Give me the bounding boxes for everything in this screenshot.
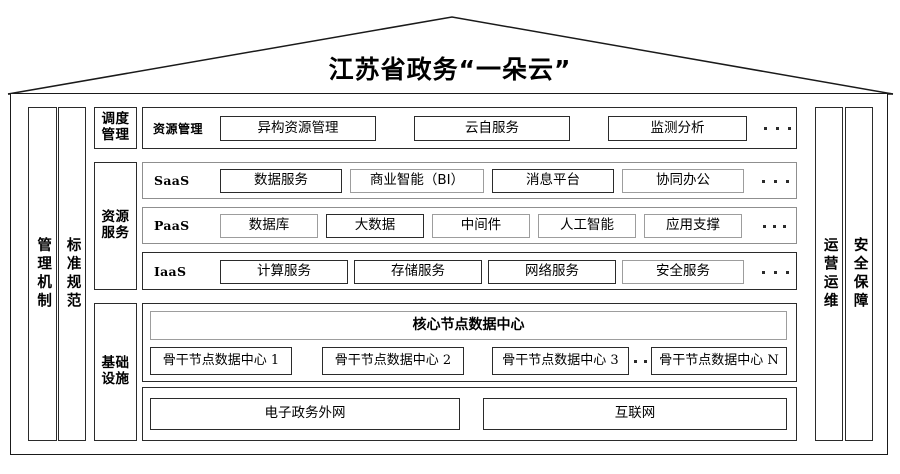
backbone-ellipsis [629,347,651,375]
iaas-item-2[interactable]: 网络服务 [488,260,616,284]
saas-ellipsis [754,169,796,193]
saas-item-2[interactable]: 消息平台 [492,169,614,193]
saas-item-1[interactable]: 商业智能（BI） [350,169,484,193]
backbone-node-1[interactable]: 骨干节点数据中心 2 [322,347,464,375]
tier-row-paas: PaaS 数据库 大数据 中间件 人工智能 应用支撑 [142,207,797,244]
network-item-0[interactable]: 电子政务外网 [150,398,460,430]
scheduling-row: 资源管理 异构资源管理 云自服务 监测分析 [142,107,797,149]
backbone-node-2[interactable]: 骨干节点数据中心 3 [492,347,629,375]
pillar-label: 管理机制 [35,237,52,311]
tier-row-iaas: IaaS 计算服务 存储服务 网络服务 安全服务 [142,252,797,290]
scheduling-item-0[interactable]: 异构资源管理 [220,116,376,141]
pillar-management-mechanism: 管理机制 [28,107,57,441]
tier-label-iaas: IaaS [154,263,187,279]
section-label-text: 调度管理 [101,111,130,143]
tier-label-saas: SaaS [154,173,190,188]
saas-item-0[interactable]: 数据服务 [220,169,342,193]
network-item-1[interactable]: 互联网 [483,398,787,430]
roof-shape: 江苏省政务“一朵云” [0,0,900,96]
pillar-standards-norms: 标准规范 [58,107,86,441]
data-centers-row: 核心节点数据中心 骨干节点数据中心 1 骨干节点数据中心 2 骨干节点数据中心 … [142,303,797,382]
paas-ellipsis [752,214,796,238]
tier-label-paas: PaaS [154,218,190,233]
tier-label-resource-management: 资源管理 [153,121,204,136]
section-label-scheduling: 调度管理 [94,107,137,149]
pillar-label: 运营运维 [821,237,838,311]
iaas-item-3[interactable]: 安全服务 [622,260,744,284]
pillar-operations-maintenance: 运营运维 [815,107,843,441]
paas-item-1[interactable]: 大数据 [326,214,424,238]
paas-item-4[interactable]: 应用支撑 [644,214,742,238]
section-label-text: 基础设施 [101,355,130,387]
networks-row: 电子政务外网 互联网 [142,387,797,441]
paas-item-3[interactable]: 人工智能 [538,214,636,238]
iaas-ellipsis [754,260,796,284]
main-frame: 管理机制 标准规范 运营运维 安全保障 调度管理 资源管理 异构资源管理 云 [10,93,888,455]
paas-item-0[interactable]: 数据库 [220,214,318,238]
saas-item-3[interactable]: 协同办公 [622,169,744,193]
pillar-security-assurance: 安全保障 [845,107,873,441]
page-title: 江苏省政务“一朵云” [328,55,572,84]
iaas-item-0[interactable]: 计算服务 [220,260,348,284]
backbone-node-3[interactable]: 骨干节点数据中心 N [651,347,787,375]
pillar-label: 标准规范 [64,237,81,311]
tier-row-saas: SaaS 数据服务 商业智能（BI） 消息平台 协同办公 [142,162,797,199]
paas-item-2[interactable]: 中间件 [432,214,530,238]
section-label-resource-services: 资源服务 [94,162,137,290]
section-label-text: 资源服务 [101,209,130,241]
backbone-node-0[interactable]: 骨干节点数据中心 1 [150,347,292,375]
scheduling-ellipsis [757,116,797,141]
section-label-infrastructure: 基础设施 [94,303,137,441]
iaas-item-1[interactable]: 存储服务 [354,260,482,284]
core-node-data-center[interactable]: 核心节点数据中心 [150,311,787,340]
scheduling-item-2[interactable]: 监测分析 [608,116,747,141]
scheduling-item-1[interactable]: 云自服务 [414,116,570,141]
pillar-label: 安全保障 [851,237,868,311]
